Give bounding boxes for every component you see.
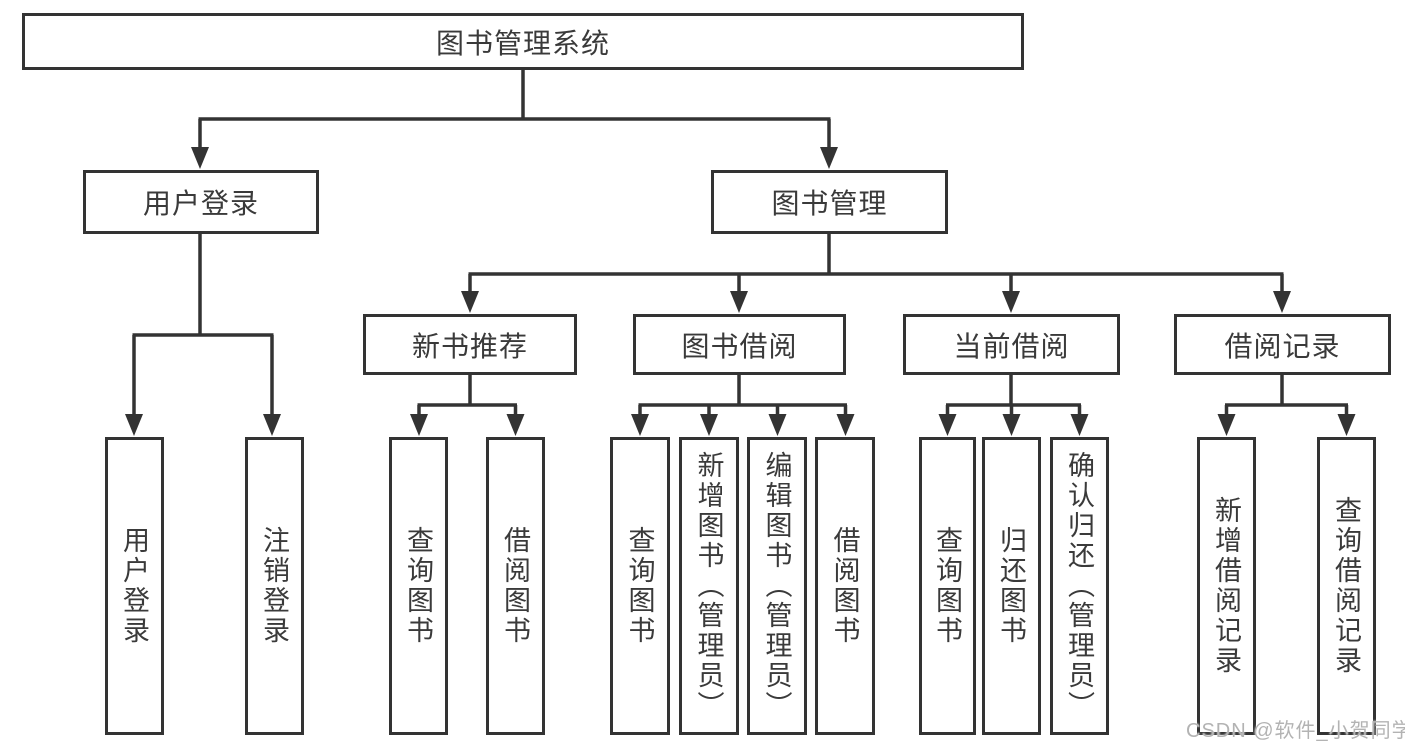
node-borrow-books-1: 借阅图书 xyxy=(486,437,545,735)
node-user-login-leaf: 用户登录 xyxy=(105,437,164,735)
node-confirm-return-admin: 确认归还（管理员） xyxy=(1050,437,1109,735)
node-query-borrow-record: 查询借阅记录 xyxy=(1317,437,1376,735)
node-query-books-1: 查询图书 xyxy=(389,437,448,735)
node-edit-book-admin: 编辑图书（管理员） xyxy=(747,437,807,735)
node-logout-leaf: 注销登录 xyxy=(245,437,304,735)
watermark: CSDN @软件_小贺同学 xyxy=(1186,720,1405,742)
node-borrow-books-2: 借阅图书 xyxy=(815,437,875,735)
node-borrow-records: 借阅记录 xyxy=(1174,314,1391,375)
node-add-book-admin: 新增图书（管理员） xyxy=(679,437,739,735)
node-return-book: 归还图书 xyxy=(982,437,1041,735)
node-book-borrow: 图书借阅 xyxy=(633,314,846,375)
node-root: 图书管理系统 xyxy=(22,13,1024,70)
node-query-books-2: 查询图书 xyxy=(610,437,670,735)
node-add-borrow-record: 新增借阅记录 xyxy=(1197,437,1256,735)
node-book-management: 图书管理 xyxy=(711,170,948,234)
node-user-login: 用户登录 xyxy=(83,170,319,234)
node-current-borrow: 当前借阅 xyxy=(903,314,1120,375)
node-query-books-3: 查询图书 xyxy=(919,437,976,735)
node-new-book-recommend: 新书推荐 xyxy=(363,314,577,375)
